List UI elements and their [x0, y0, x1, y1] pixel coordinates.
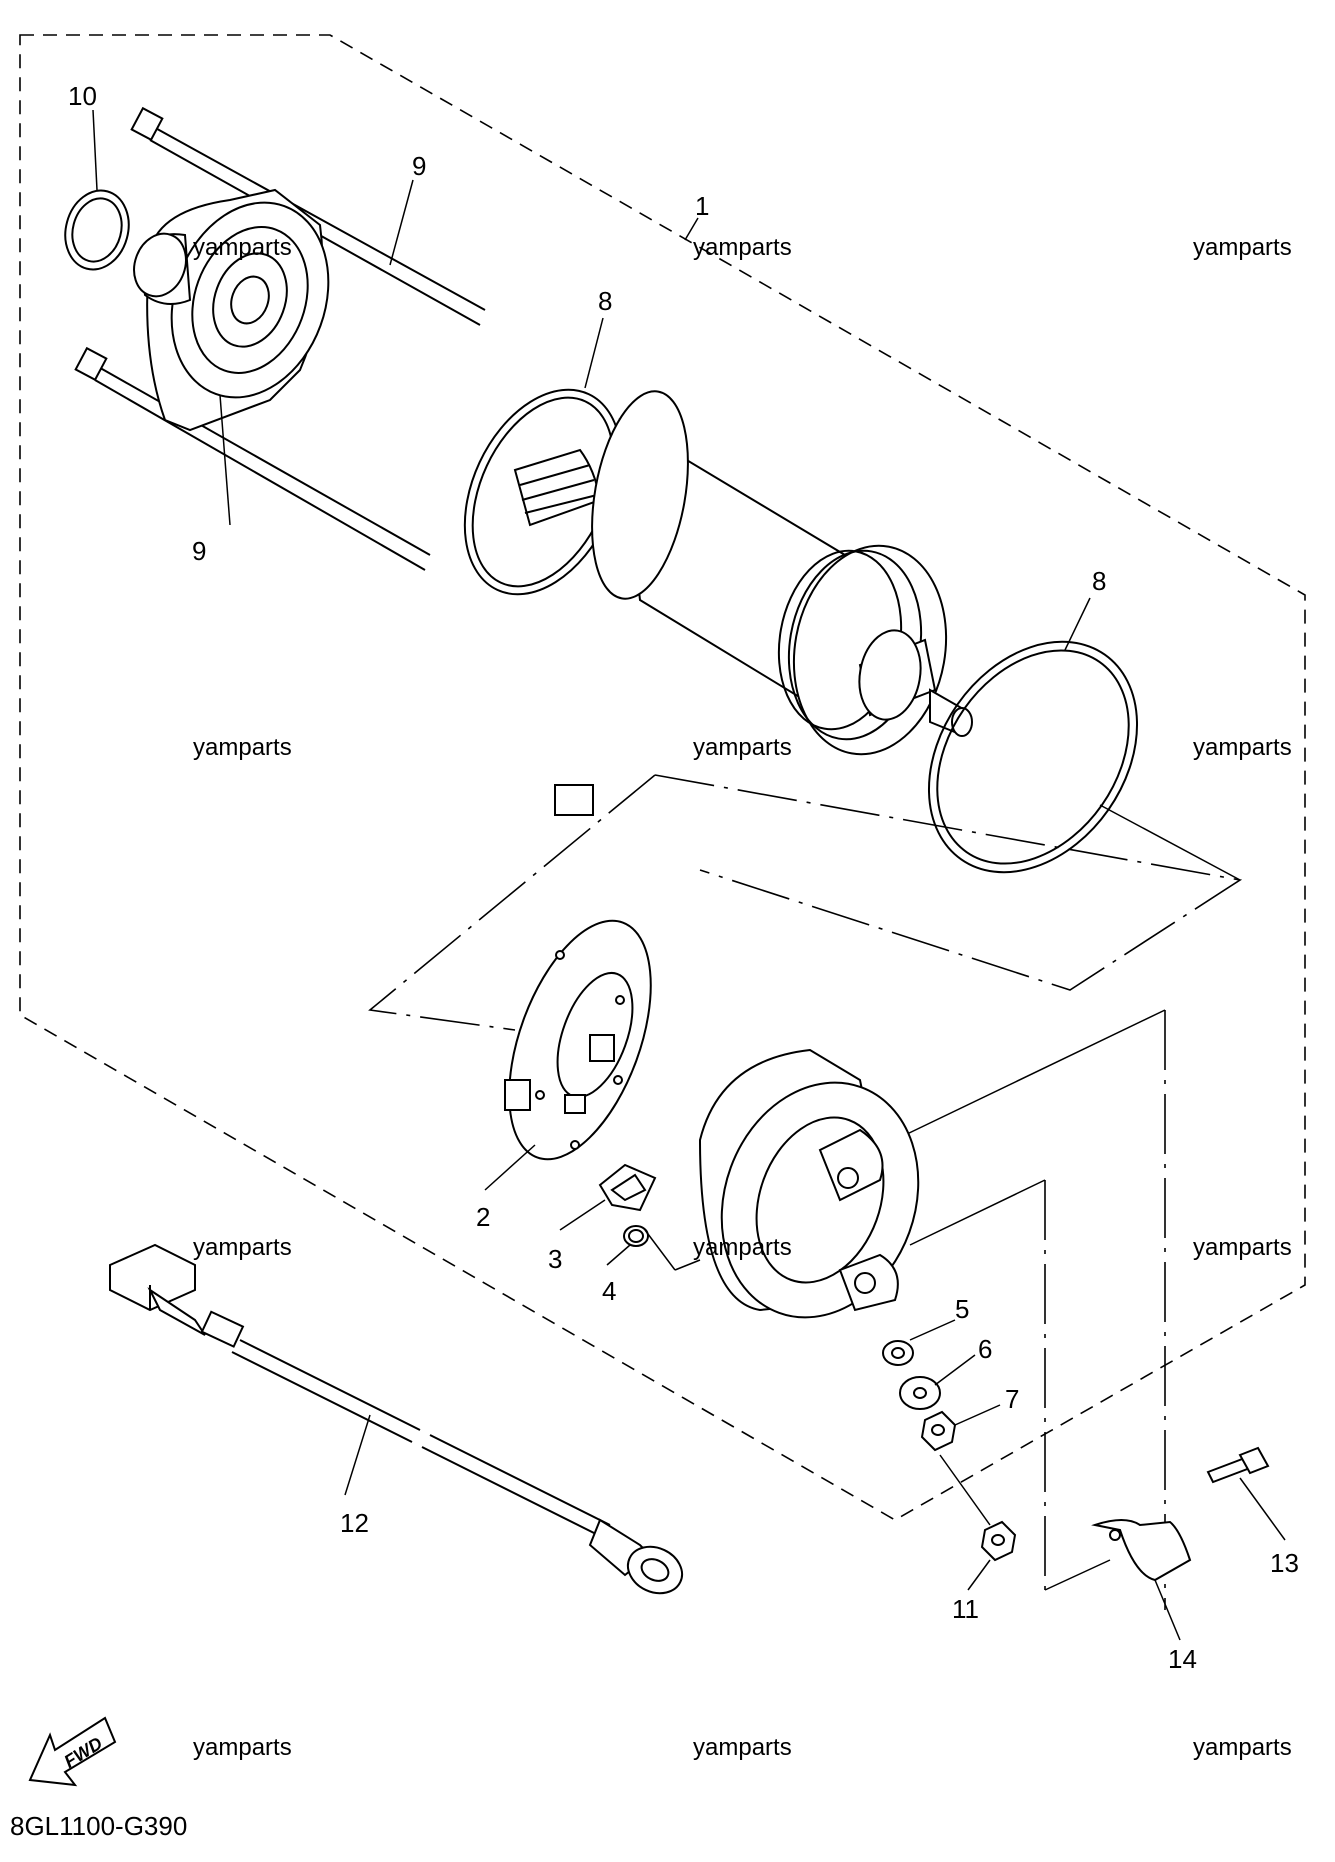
callout-14: 14 — [1168, 1644, 1197, 1674]
callout-1: 1 — [695, 191, 709, 221]
watermark: yamparts — [693, 734, 792, 761]
o-ring-8-lower — [927, 640, 1139, 874]
nut-7 — [920, 1410, 957, 1452]
rear-cover — [698, 1048, 920, 1319]
callout-13: 13 — [1270, 1548, 1299, 1578]
watermark: yamparts — [1193, 1234, 1292, 1261]
callout-4: 4 — [602, 1276, 616, 1306]
brush-holder-plate — [504, 784, 652, 1161]
bolts-9 — [74, 106, 486, 571]
alignment-lines — [368, 774, 1243, 1610]
callout-3: 3 — [548, 1244, 562, 1274]
washer-6 — [899, 1376, 941, 1410]
watermarks: yamparts yamparts yamparts yamparts yamp… — [193, 234, 1292, 1761]
callout-12: 12 — [340, 1508, 369, 1538]
callout-9-upper: 9 — [412, 151, 426, 181]
watermark: yamparts — [193, 234, 292, 261]
watermark: yamparts — [1193, 234, 1292, 261]
assembly-boundary — [19, 34, 1306, 1521]
front-cover — [133, 188, 330, 432]
nut-11 — [980, 1520, 1017, 1562]
callout-8-upper: 8 — [598, 286, 612, 316]
watermark: yamparts — [693, 1234, 792, 1261]
callout-11: 11 — [952, 1594, 979, 1624]
watermark: yamparts — [193, 734, 292, 761]
callouts: 10 9 1 8 9 8 2 3 4 5 6 7 12 13 11 14 — [68, 81, 1299, 1674]
washer-5 — [882, 1340, 914, 1366]
watermark: yamparts — [193, 1234, 292, 1261]
watermark: yamparts — [193, 1734, 292, 1761]
watermark: yamparts — [693, 1734, 792, 1761]
callout-6: 6 — [978, 1334, 992, 1364]
callout-5: 5 — [955, 1294, 969, 1324]
starter-lead-12 — [109, 1243, 684, 1595]
callout-7: 7 — [1005, 1384, 1019, 1414]
clamp-14 — [1091, 1519, 1192, 1582]
callout-9-lower: 9 — [192, 536, 206, 566]
watermark: yamparts — [1193, 1734, 1292, 1761]
leader-lines — [92, 109, 1286, 1641]
callout-2: 2 — [476, 1202, 490, 1232]
watermark: yamparts — [693, 234, 792, 261]
watermark: yamparts — [1193, 734, 1292, 761]
diagram-code: 8GL1100-G390 — [10, 1811, 187, 1841]
bolt-13 — [1206, 1446, 1270, 1484]
fwd-arrow-icon: FWD — [28, 1716, 117, 1787]
starter-yoke — [513, 390, 973, 756]
o-ring-10 — [64, 189, 130, 271]
callout-10: 10 — [68, 81, 97, 111]
callout-8-lower: 8 — [1092, 566, 1106, 596]
brush-3 — [598, 1163, 657, 1212]
washer-4 — [623, 1225, 649, 1247]
